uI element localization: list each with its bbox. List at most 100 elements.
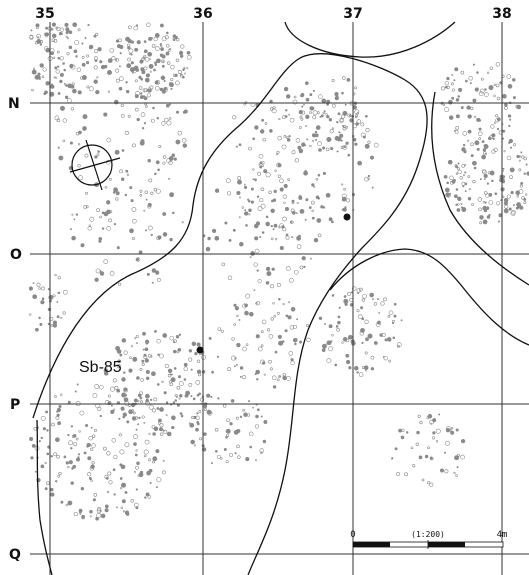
stipple-mark [303,170,308,176]
stipple-mark [462,185,465,188]
stipple-mark [263,420,268,424]
stipple-mark [60,105,65,111]
stipple-mark [145,393,150,399]
stipple-mark [137,474,140,477]
stipple-mark [41,75,45,79]
stipple-mark [454,67,459,72]
stipple-mark [200,397,205,402]
stipple-mark [486,182,490,185]
stipple-mark [169,82,174,88]
stipple-mark [459,176,463,180]
stipple-mark [508,141,511,144]
stipple-mark [515,104,519,109]
stipple-mark [112,378,117,383]
stipple-mark [472,160,477,166]
stipple-mark [265,172,271,178]
stipple-mark [179,50,182,53]
stipple-mark [354,365,359,371]
stipple-mark [230,399,235,403]
stipple-mark [320,114,324,118]
stipple-mark [479,178,482,181]
stipple-mark [162,212,167,216]
stipple-mark [59,72,64,77]
stipple-mark [125,89,130,94]
stipple-mark [464,171,467,174]
stipple-mark [248,400,250,403]
stipple-mark [244,310,249,316]
stipple-mark [196,359,201,363]
stipple-mark [120,464,126,470]
stipple-mark [312,115,317,120]
stipple-mark [513,204,515,207]
stipple-mark [168,82,173,86]
stipple-mark [208,336,212,340]
stipple-mark [360,306,364,310]
stipple-mark [56,301,59,303]
scale-bar: 0 (1:200) 4m [350,530,507,549]
stipple-mark [55,76,58,79]
stipple-mark [435,440,439,443]
stipple-mark [155,188,161,194]
stipple-mark [285,314,289,318]
scale-end-label: 4m [497,530,508,540]
stipple-mark [259,129,265,134]
stipple-mark [180,44,185,49]
stipple-mark [135,465,139,470]
stipple-mark [488,213,491,216]
stipple-mark [37,72,41,76]
stipple-mark [93,34,97,38]
stipple-mark [139,86,143,90]
stipple-mark [299,208,305,214]
stipple-mark [267,328,271,332]
stipple-mark [360,327,365,333]
stipple-mark [141,359,145,363]
stipple-mark [371,298,375,301]
stipple-mark [120,406,125,411]
stipple-mark [286,376,291,381]
stipple-mark [225,428,231,434]
stipple-mark [285,233,289,237]
stipple-mark [103,64,108,69]
stipple-mark [72,22,78,28]
stipple-mark [39,39,44,44]
stipple-mark [235,416,239,420]
scale-ratio-label: (1:200) [411,530,445,539]
stipple-mark [391,322,395,325]
stipple-mark [110,404,113,407]
stipple-mark [343,295,347,298]
stipple-mark [116,363,121,368]
stipple-mark [141,415,145,419]
stipple-mark [361,341,364,345]
stipple-mark [154,172,157,176]
stipple-mark [31,69,37,75]
stipple-mark [54,66,58,70]
stipple-mark [146,470,151,476]
stipple-mark [63,455,67,459]
stipple-mark [500,187,505,192]
stipple-mark [478,91,484,97]
stipple-mark [334,92,339,97]
stipple-mark [141,362,145,366]
stipple-mark [81,62,86,67]
stipple-mark [460,202,463,205]
stipple-mark [521,196,525,200]
stipple-mark [279,178,284,184]
stipple-mark [319,115,322,118]
stipple-mark [346,291,352,296]
stipple-mark [519,184,523,188]
stipple-mark [336,136,342,142]
stipple-mark [393,314,397,318]
stipple-mark [255,302,258,305]
stipple-mark [87,24,90,27]
stipple-mark [105,476,109,480]
stipple-mark [127,25,132,30]
stipple-mark [156,407,160,410]
stipple-mark [33,427,38,431]
grid-lines [30,22,529,575]
stipple-mark [478,127,482,131]
stipple-mark [356,309,360,313]
stipple-mark [255,301,261,306]
stipple-mark [502,94,507,99]
stipple-mark [87,472,92,477]
